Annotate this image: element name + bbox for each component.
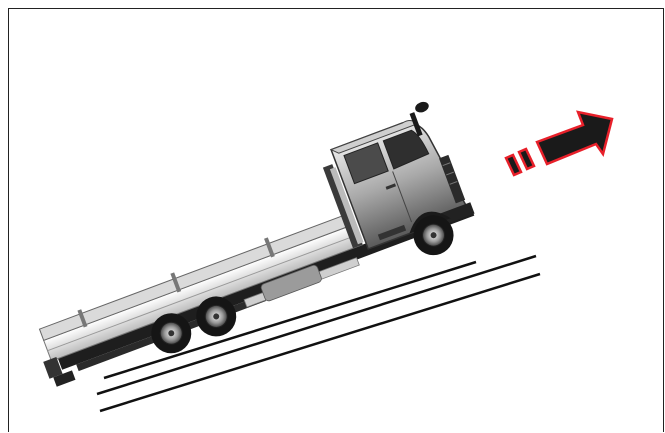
motion-bars-icon	[506, 149, 534, 175]
forward-arrow-icon	[537, 112, 612, 164]
truck-icon	[4, 98, 483, 397]
